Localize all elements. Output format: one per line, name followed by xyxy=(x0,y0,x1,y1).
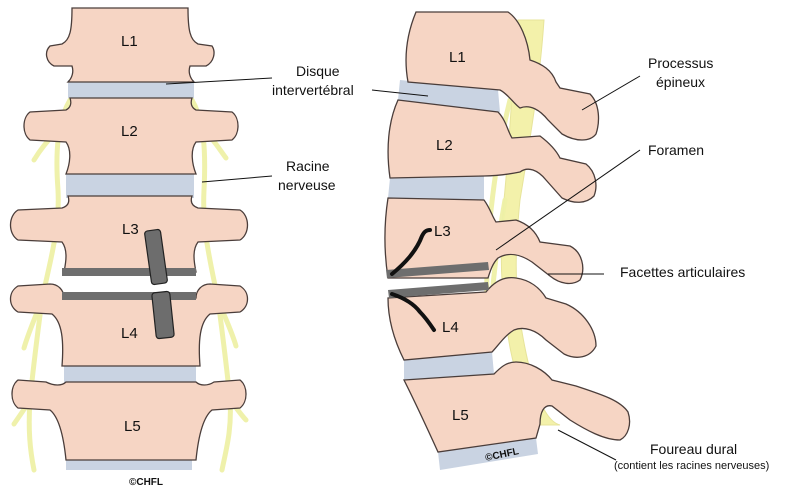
front-vertebra-l5 xyxy=(11,379,247,461)
front-disc-l2-l3 xyxy=(66,172,194,198)
leader-disque xyxy=(165,77,273,85)
side-vertebra-l5 xyxy=(402,361,631,453)
leader-disque-side xyxy=(371,89,429,97)
side-label-l2: L2 xyxy=(436,137,453,154)
front-disc-l1-l2 xyxy=(68,80,194,100)
callout-racine-line1: Racine xyxy=(286,158,330,174)
front-label-l3: L3 xyxy=(122,221,139,238)
callout-foureau-note: (contient les racines nerveuses) xyxy=(614,460,769,472)
leader-foramen xyxy=(495,149,641,251)
leader-racine xyxy=(201,175,273,183)
callout-processus-line2: épineux xyxy=(656,74,705,90)
front-disc-l4-l5 xyxy=(64,364,196,384)
front-screw-upper xyxy=(144,228,168,286)
callout-disque-line1: Disque xyxy=(296,63,340,79)
side-disc-l2-l3 xyxy=(388,176,484,200)
side-disc-l5-s1 xyxy=(438,438,538,470)
leader-foureau xyxy=(557,429,617,461)
callout-foureau: Foureau dural xyxy=(650,441,737,457)
side-vertebra-l3 xyxy=(384,197,584,285)
callout-foramen: Foramen xyxy=(648,142,704,158)
front-rod-lower xyxy=(62,292,196,300)
front-screw-lower xyxy=(151,290,175,340)
callout-racine-line2: nerveuse xyxy=(278,177,336,193)
front-copyright: ©CHFL xyxy=(129,477,163,488)
side-label-l4: L4 xyxy=(442,319,459,336)
callout-facettes: Facettes articulaires xyxy=(620,264,745,280)
front-disc-l5-s1 xyxy=(66,458,192,470)
front-view: L1 L2 L3 L4 L5 ©CHFL xyxy=(9,7,249,488)
callout-processus-line1: Processus xyxy=(648,55,713,71)
side-rod-lower xyxy=(388,282,489,298)
front-label-l5: L5 xyxy=(124,418,141,435)
front-vertebra-l4 xyxy=(9,283,249,367)
side-label-l1: L1 xyxy=(449,49,466,66)
side-label-l5: L5 xyxy=(452,407,469,424)
leader-processus xyxy=(581,75,641,111)
side-rod-upper xyxy=(386,262,489,278)
side-screw-wire-upper xyxy=(390,228,432,276)
side-view: L1 L2 L3 L4 L5 ©CHFL xyxy=(384,11,631,470)
side-vertebra-l1 xyxy=(405,11,600,141)
side-vertebra-l2 xyxy=(387,99,597,203)
front-rod-upper xyxy=(62,268,196,276)
front-label-l4: L4 xyxy=(121,325,138,342)
callout-disque-line2: intervertébral xyxy=(272,82,354,98)
front-label-l1: L1 xyxy=(121,33,138,50)
side-screw-wire-lower xyxy=(390,292,436,332)
side-label-l3: L3 xyxy=(434,223,451,240)
front-vertebra-l2 xyxy=(23,97,239,175)
side-disc-l4-l5 xyxy=(404,352,494,380)
front-label-l2: L2 xyxy=(121,123,138,140)
side-vertebra-l4 xyxy=(387,276,597,361)
